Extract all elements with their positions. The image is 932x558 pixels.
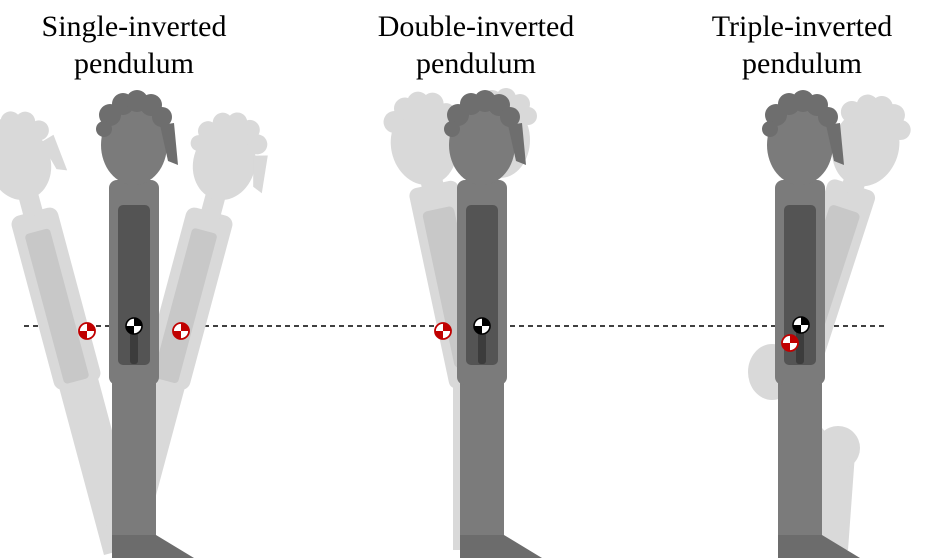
- center-of-mass-marker-icon: [782, 335, 798, 351]
- triple-pendulum-figures: [748, 85, 919, 558]
- center-of-mass-marker-icon: [793, 317, 809, 333]
- center-of-mass-marker-icon: [474, 318, 490, 334]
- center-of-mass-marker-icon: [435, 323, 451, 339]
- double-pendulum-figures: [379, 83, 542, 558]
- center-of-mass-marker-icon: [173, 323, 189, 339]
- center-of-mass-marker-icon: [79, 323, 95, 339]
- center-of-mass-marker-icon: [126, 318, 142, 334]
